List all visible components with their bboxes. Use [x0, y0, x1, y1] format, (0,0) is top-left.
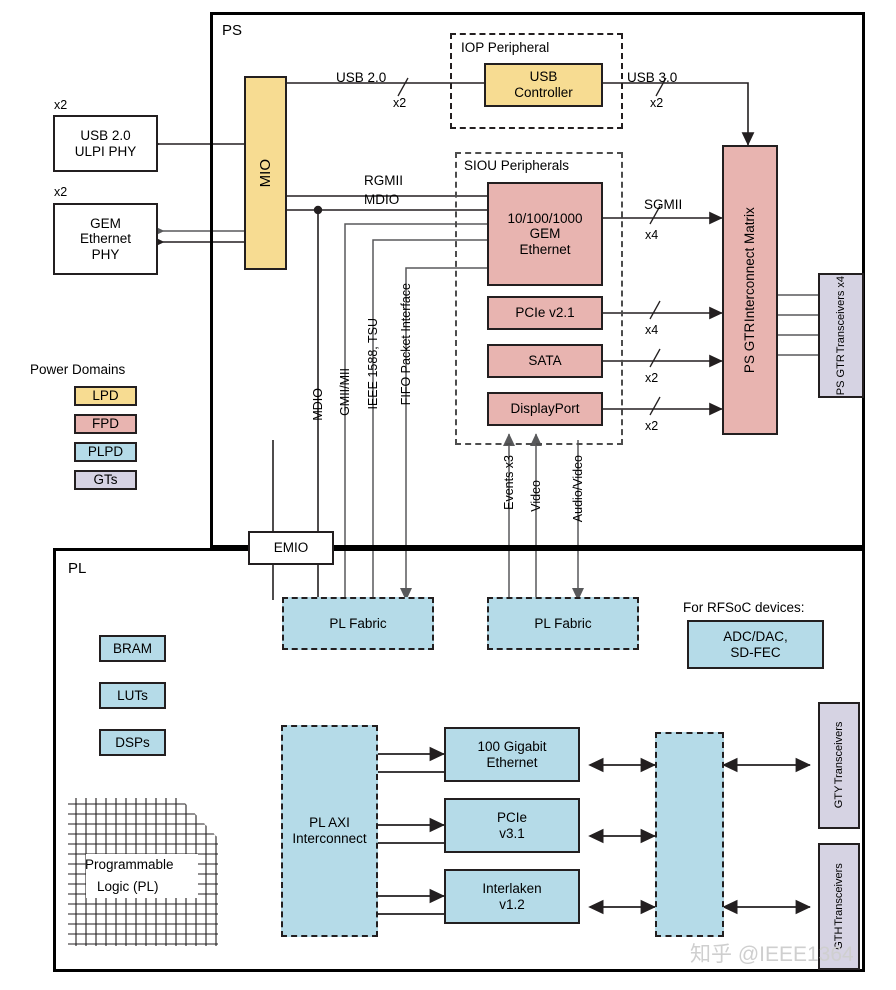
dsps-block: DSPs: [99, 729, 166, 756]
sata-block: SATA: [487, 344, 603, 378]
rfsoc-adc-dac-sdfec-block: ADC/DAC, SD-FEC: [687, 620, 824, 669]
pcie-multiplier: x4: [645, 323, 659, 337]
vertical-gmii-label: GMII/MII: [338, 368, 352, 416]
gem-phy-line3: PHY: [91, 246, 120, 262]
eth-100g-block: 100 Gigabit Ethernet: [444, 727, 580, 782]
gem-phy-line1: GEM: [90, 215, 121, 231]
pl-fabric-left: PL Fabric: [282, 597, 434, 650]
rgmii-label: RGMII: [364, 173, 403, 188]
pcie31-line1: PCIe: [496, 809, 527, 825]
programmable-logic-grid-icon: [68, 798, 218, 946]
interlaken-block: Interlaken v1.2: [444, 869, 580, 924]
pl-axi-interconnect-block: PL AXI Interconnect: [281, 725, 378, 937]
usb-controller-line1: USB: [529, 69, 558, 85]
pl-serial-bridge-block: [655, 732, 724, 937]
vertical-mdio-label: MDIO: [311, 388, 325, 421]
sata-multiplier: x2: [645, 371, 659, 385]
iop-peripheral-group: [450, 33, 623, 129]
pl-fabric-right: PL Fabric: [487, 597, 639, 650]
gem-phy-multiplier: x2: [54, 185, 68, 199]
usb-phy-multiplier: x2: [54, 98, 68, 112]
power-domain-lpd: LPD: [74, 386, 137, 406]
sgmii-label: SGMII: [644, 197, 683, 212]
usb20-multiplier-label: x2: [393, 96, 407, 110]
pl-axi-line1: PL AXI: [309, 815, 350, 831]
gem-line3: Ethernet: [519, 241, 571, 257]
rfsoc-note: For RFSoC devices:: [683, 600, 805, 615]
pl-axi-line2: Interconnect: [292, 831, 367, 846]
vertical-fifo-label: FIFO Packet Interface: [399, 283, 413, 406]
luts-block: LUTs: [99, 682, 166, 709]
ps-gtr-interconnect-matrix: PS GTR Interconnect Matrix: [722, 145, 778, 435]
pl-outer-box: [53, 548, 865, 972]
power-domain-plpd: PLPD: [74, 442, 137, 462]
gem-ethernet-phy-box: GEM Ethernet PHY: [53, 203, 158, 275]
usb-phy-line1: USB 2.0: [80, 127, 131, 143]
interlaken-line1: Interlaken: [482, 880, 542, 896]
pcie31-line2: v3.1: [499, 825, 525, 841]
usb30-signal-label: USB 3.0: [627, 70, 678, 85]
gty-line1: GTY: [832, 785, 845, 809]
rfsoc-line2: SD-FEC: [730, 644, 781, 660]
gem-line2: GEM: [529, 226, 561, 242]
mio-block: MIO: [244, 76, 287, 270]
gem-ethernet-block: 10/100/1000 GEM Ethernet: [487, 182, 603, 286]
gty-line2: Transceivers: [832, 722, 845, 785]
power-domains-title: Power Domains: [30, 362, 126, 377]
watermark: 知乎 @IEEE1364: [690, 943, 854, 966]
ps-gtr-matrix-line2: Interconnect Matrix: [742, 206, 758, 322]
ps-gtr-xcvr-line1: PS GTR: [834, 354, 847, 396]
emio-block: EMIO: [248, 531, 334, 565]
eth100g-line1: 100 Gigabit: [477, 738, 547, 754]
programmable-logic-line1: Programmable: [85, 857, 174, 872]
pcie-v21-block: PCIe v2.1: [487, 296, 603, 330]
vertical-ieee1588-label: IEEE 1588, TSU: [366, 318, 380, 410]
gth-transceivers-block: GTH Transceivers: [818, 843, 860, 970]
gth-line2: Transceivers: [832, 863, 845, 926]
eth100g-line2: Ethernet: [486, 754, 538, 770]
usb-controller-block: USB Controller: [484, 63, 603, 107]
interlaken-line2: v1.2: [499, 896, 525, 912]
ps-gtr-transceivers: PS GTR Transceivers x4: [818, 273, 864, 398]
programmable-logic-line2: Logic (PL): [97, 879, 159, 894]
displayport-block: DisplayPort: [487, 392, 603, 426]
ps-title: PS: [222, 22, 243, 39]
vertical-events-label: Events x3: [502, 455, 516, 510]
gem-line1: 10/100/1000: [507, 210, 583, 226]
power-domain-fpd: FPD: [74, 414, 137, 434]
siou-peripherals-group: [455, 152, 623, 445]
ps-gtr-xcvr-line2: Transceivers x4: [834, 275, 847, 354]
usb-phy-line2: ULPI PHY: [74, 143, 137, 159]
bram-block: BRAM: [99, 635, 166, 662]
usb-ulpi-phy-box: USB 2.0 ULPI PHY: [53, 115, 158, 172]
pl-title: PL: [68, 560, 87, 577]
usb20-signal-label: USB 2.0: [336, 70, 387, 85]
gem-phy-line2: Ethernet: [79, 231, 132, 247]
mio-label: MIO: [256, 158, 274, 188]
usb-controller-line2: Controller: [514, 85, 573, 100]
vertical-video-label: Video: [529, 480, 543, 512]
usb30-multiplier-label: x2: [650, 96, 664, 110]
gty-transceivers-block: GTY Transceivers: [818, 702, 860, 829]
iop-peripheral-label: IOP Peripheral: [461, 40, 550, 55]
pcie-v31-block: PCIe v3.1: [444, 798, 580, 853]
ps-gtr-matrix-line1: PS GTR: [742, 322, 758, 374]
displayport-multiplier: x2: [645, 419, 659, 433]
siou-peripherals-label: SIOU Peripherals: [464, 158, 570, 173]
mdio-label: MDIO: [364, 192, 400, 207]
rfsoc-line1: ADC/DAC,: [723, 628, 788, 644]
sgmii-multiplier: x4: [645, 228, 659, 242]
vertical-audio-video-label: Audio/Video: [571, 455, 585, 523]
power-domain-gts: GTs: [74, 470, 137, 490]
